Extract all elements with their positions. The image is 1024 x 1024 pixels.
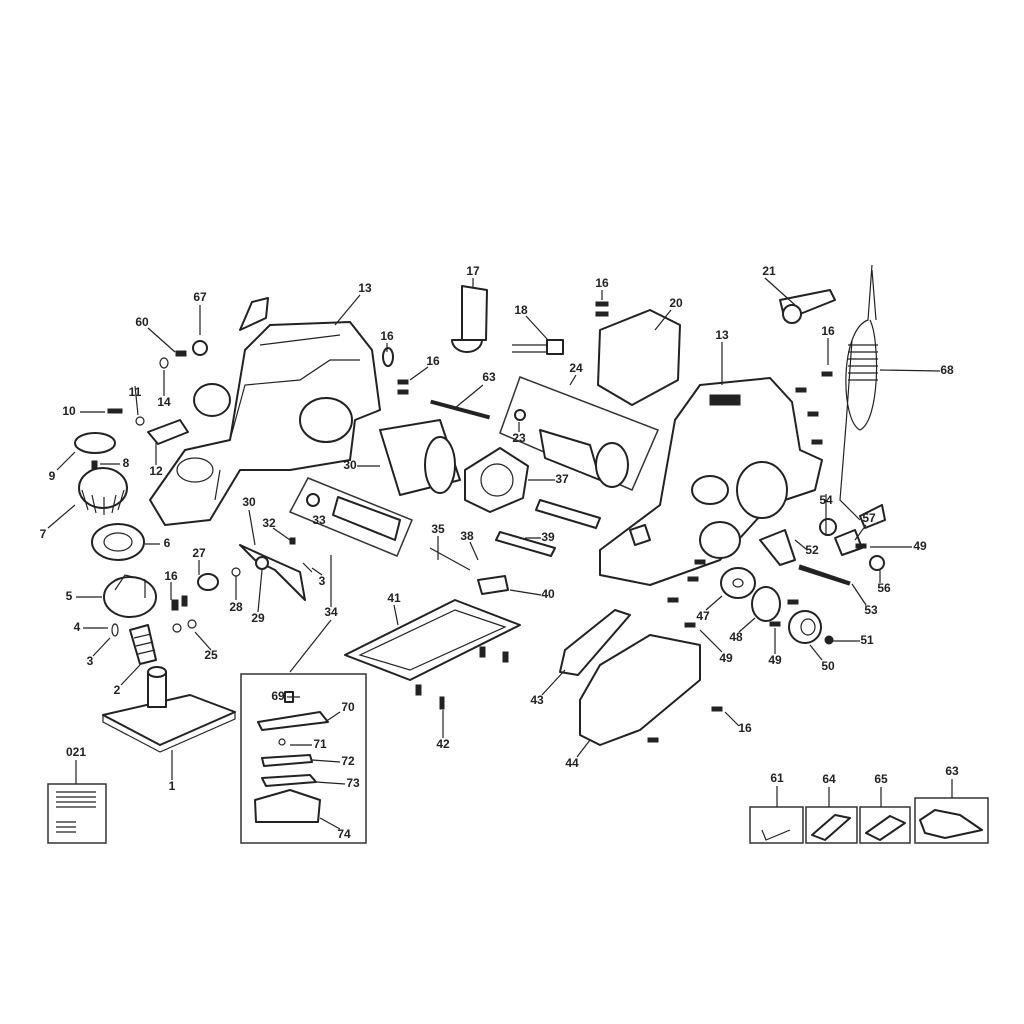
part-label: 73 [346,776,360,790]
part-label: 32 [262,516,276,530]
right-small-parts [559,371,885,746]
part-label: 16 [380,329,394,343]
part-label: 56 [877,581,891,595]
part-label: 54 [819,493,833,507]
part-label: 74 [337,827,351,841]
part-label: 67 [193,290,207,304]
part-label: 24 [569,361,583,375]
leader-lines [47,277,953,830]
part-label: 44 [565,756,579,770]
part-label: 35 [431,522,445,536]
part-label: 68 [940,363,954,377]
part-label: 16 [738,721,752,735]
part-label: 1 [169,779,176,793]
part-label: 63 [945,764,959,778]
part-label: 16 [821,324,835,338]
part-label: 41 [387,591,401,605]
part-label: 23 [512,431,526,445]
part-label: 49 [768,653,782,667]
part-label: 43 [530,693,544,707]
part-label: 42 [436,737,450,751]
part-label: 10 [62,404,76,418]
part-label: 33 [312,513,326,527]
part-label: 51 [860,633,874,647]
left-small-parts [74,340,313,753]
part-label: 16 [595,276,609,290]
part-label: 61 [770,771,784,785]
part-label: 8 [123,456,130,470]
part-label: 48 [729,630,743,644]
motor-parts [379,285,836,513]
part-label: 13 [358,281,372,295]
part-label: 29 [251,611,265,625]
part-label: 49 [913,539,927,553]
part-label: 39 [541,530,555,544]
part-label: 37 [555,472,569,486]
part-label: 6 [164,536,171,550]
part-label: 12 [149,464,163,478]
boxed-parts [47,673,989,844]
part-label: 57 [862,511,876,525]
part-label: 14 [157,395,171,409]
power-cord-part [839,264,886,529]
part-label: 49 [719,651,733,665]
part-label: 53 [864,603,878,617]
part-label: 34 [324,605,338,619]
part-label: 28 [229,600,243,614]
part-label: 11 [129,385,142,399]
part-label: 38 [460,529,474,543]
part-label: 64 [822,772,836,786]
part-label: 16 [426,354,440,368]
part-label: 3 [319,574,326,588]
left-housing-part [149,297,381,526]
part-label: 30 [343,458,357,472]
part-label: 18 [514,303,528,317]
part-label: 40 [541,587,555,601]
part-label: 2 [114,683,121,697]
part-label: 4 [74,620,81,634]
part-label: 70 [341,700,355,714]
part-label: 69 [271,689,285,703]
part-label: 60 [135,315,149,329]
part-label: 13 [715,328,729,342]
part-label: 71 [313,737,327,751]
part-label: 5 [66,589,73,603]
part-label: 17 [466,264,480,278]
part-label: 50 [821,659,835,673]
base-parts [288,477,601,710]
part-label: 20 [669,296,683,310]
part-label: 9 [49,469,56,483]
part-label: 27 [192,546,206,560]
part-label: 21 [762,264,776,278]
part-label: 63 [482,370,496,384]
part-label: 47 [696,609,710,623]
part-label: 021 [66,745,86,759]
right-housing-part [599,377,823,586]
part-label: 25 [204,648,218,662]
part-label: 16 [164,569,178,583]
part-labels: 67 60 14 11 10 9 8 12 7 6 13 16 16 17 18… [40,264,959,841]
part-label: 72 [341,754,355,768]
part-label: 3 [87,654,94,668]
part-label: 30 [242,495,256,509]
part-label: 65 [874,772,888,786]
part-label: 7 [40,527,47,541]
part-label: 52 [805,543,819,557]
